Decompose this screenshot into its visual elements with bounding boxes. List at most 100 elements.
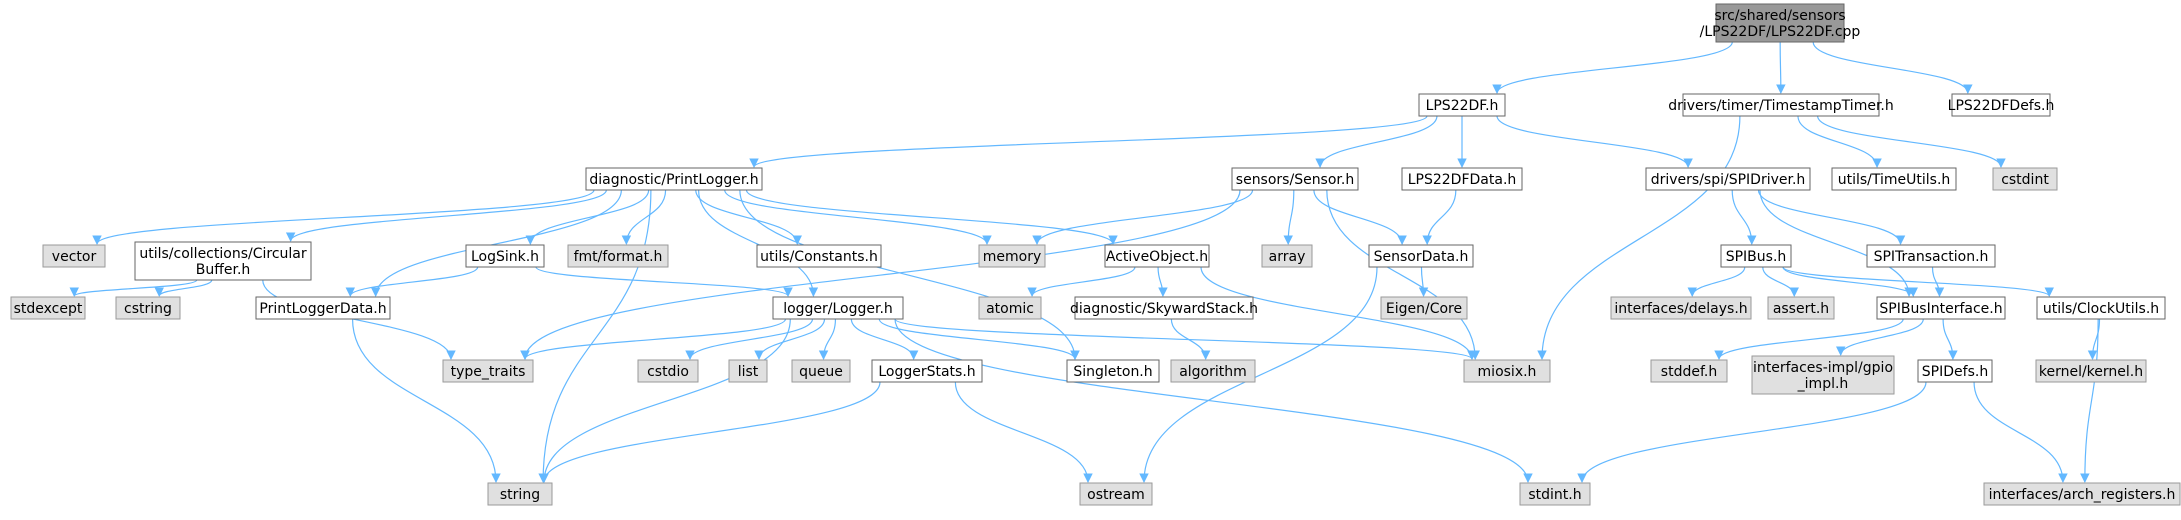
node-label: SPITransaction.h	[1874, 249, 1989, 265]
edge-sensordata-to-eigen	[1418, 266, 1429, 297]
edge-lps22df_h-to-printlogger	[749, 115, 1428, 168]
node-box	[1463, 359, 1551, 383]
node-printlogger[interactable]: diagnostic/PrintLogger.h	[585, 167, 763, 191]
edge-root-to-lps22dfdefs	[1812, 41, 1973, 94]
node-label: drivers/timer/TimestampTimer.h	[1668, 98, 1894, 114]
node-list: list	[728, 359, 768, 383]
node-loggerstats[interactable]: LoggerStats.h	[871, 359, 983, 383]
node-clockutils[interactable]: utils/ClockUtils.h	[2036, 296, 2166, 320]
node-label: ActiveObject.h	[1106, 249, 1208, 265]
node-box	[1715, 3, 1845, 43]
node-label: fmt/format.h	[574, 249, 663, 265]
node-box	[1983, 482, 2181, 506]
edge-spidriver-to-spitransaction	[1757, 189, 1906, 245]
node-label: stdint.h	[1528, 487, 1581, 503]
node-lps22dfdefs[interactable]: LPS22DFDefs.h	[1948, 93, 2055, 117]
node-spitransaction[interactable]: SPITransaction.h	[1866, 244, 1996, 268]
edge-spibusinterface-to-gpio_impl	[1835, 318, 1924, 356]
edge-spibus-to-delays	[1687, 266, 1746, 297]
edge-printloggerdata-to-string	[351, 318, 501, 483]
node-box	[1951, 93, 2051, 117]
node-box	[1079, 482, 1153, 506]
node-singleton[interactable]: Singleton.h	[1066, 359, 1160, 383]
node-label: miosix.h	[1478, 364, 1537, 380]
node-box	[1645, 167, 1811, 191]
edge-circbuf-to-cstring	[154, 279, 213, 297]
node-box	[1866, 244, 1996, 268]
node-string: string	[487, 482, 553, 506]
node-root[interactable]: src/shared/sensors/LPS22DF/LPS22DF.cpp	[1700, 3, 1861, 43]
node-activeobject[interactable]: ActiveObject.h	[1104, 244, 1210, 268]
node-label: /LPS22DF/LPS22DF.cpp	[1700, 24, 1861, 40]
node-label: LoggerStats.h	[878, 364, 975, 380]
node-queue: queue	[791, 359, 851, 383]
node-timestamp-timer[interactable]: drivers/timer/TimestampTimer.h	[1668, 93, 1894, 117]
edge-lps22df_h-to-spidriver	[1496, 115, 1693, 168]
edge-printlogger-to-memory	[724, 189, 992, 245]
edge-activeobject-to-atomic	[1027, 266, 1136, 297]
node-miosix: miosix.h	[1463, 359, 1551, 383]
node-kernel: kernel/kernel.h	[2035, 359, 2147, 383]
node-label: utils/TimeUtils.h	[1838, 172, 1951, 188]
node-skywardstack[interactable]: diagnostic/SkywardStack.h	[1070, 296, 1258, 320]
node-box	[1831, 167, 1957, 191]
edge-sensor_h-to-sensordata	[1313, 189, 1407, 245]
edge-spitransaction-to-spibusinterface	[1931, 266, 1945, 297]
node-logsink[interactable]: LogSink.h	[465, 244, 545, 268]
node-array: array	[1261, 244, 1313, 268]
node-cstdio: cstdio	[637, 359, 699, 383]
edge-spibus-to-assert	[1762, 266, 1800, 297]
node-box	[585, 167, 763, 191]
node-memory: memory	[978, 244, 1046, 268]
node-box	[2036, 296, 2166, 320]
node-label: Eigen/Core	[1386, 301, 1462, 317]
edge-circbuf-to-stdexcept	[69, 279, 198, 297]
node-timeutils[interactable]: utils/TimeUtils.h	[1831, 167, 1957, 191]
node-lps22dfdata[interactable]: LPS22DFData.h	[1401, 167, 1523, 191]
node-sensordata[interactable]: SensorData.h	[1368, 244, 1474, 268]
edge-printlogger-to-constants	[695, 189, 803, 245]
node-spibus[interactable]: SPIBus.h	[1720, 244, 1792, 268]
edge-spidefs-to-stdint	[1577, 381, 1927, 483]
node-box	[1767, 296, 1835, 320]
node-spidriver[interactable]: drivers/spi/SPIDriver.h	[1645, 167, 1811, 191]
node-label: SPIDefs.h	[1922, 364, 1988, 380]
node-cstring: cstring	[115, 296, 181, 320]
node-ostream: ostream	[1079, 482, 1153, 506]
edge-logsink-to-printloggerdata	[345, 266, 479, 297]
node-box	[1610, 296, 1752, 320]
node-box	[1401, 167, 1523, 191]
node-box	[978, 296, 1042, 320]
edge-printlogger-to-logsink	[525, 189, 650, 245]
node-constants[interactable]: utils/Constants.h	[756, 244, 882, 268]
node-label: cstdint	[2001, 172, 2049, 188]
node-label: utils/collections/Circular	[139, 246, 306, 262]
node-label: list	[738, 364, 759, 380]
node-box	[567, 244, 669, 268]
edge-timestamp_timer-to-miosix	[1537, 115, 1741, 360]
node-box	[1104, 244, 1210, 268]
node-label: cstring	[124, 301, 172, 317]
edge-sensor_h-to-miosix	[1326, 189, 1480, 360]
node-label: PrintLoggerData.h	[259, 301, 386, 317]
node-logger[interactable]: logger/Logger.h	[772, 296, 904, 320]
node-sensor-h[interactable]: sensors/Sensor.h	[1231, 167, 1359, 191]
edge-spidriver-to-spibus	[1731, 189, 1757, 245]
node-atomic: atomic	[978, 296, 1042, 320]
edge-sensor_h-to-memory	[1032, 189, 1254, 245]
node-printloggerdata[interactable]: PrintLoggerData.h	[255, 296, 391, 320]
edge-skywardstack-to-algorithm	[1170, 318, 1211, 360]
node-label: vector	[52, 249, 97, 265]
edge-lps22df_h-to-sensor_h	[1315, 115, 1438, 168]
node-spibusinterface[interactable]: SPIBusInterface.h	[1876, 296, 2006, 320]
node-label: logger/Logger.h	[783, 301, 893, 317]
edge-spibus-to-clockutils	[1782, 266, 2054, 297]
node-lps22df-h[interactable]: LPS22DF.h	[1418, 93, 1506, 117]
node-box	[1368, 244, 1474, 268]
node-label: algorithm	[1179, 364, 1247, 380]
node-assert: assert.h	[1767, 296, 1835, 320]
node-spidefs[interactable]: SPIDefs.h	[1917, 359, 1993, 383]
node-box	[871, 359, 983, 383]
